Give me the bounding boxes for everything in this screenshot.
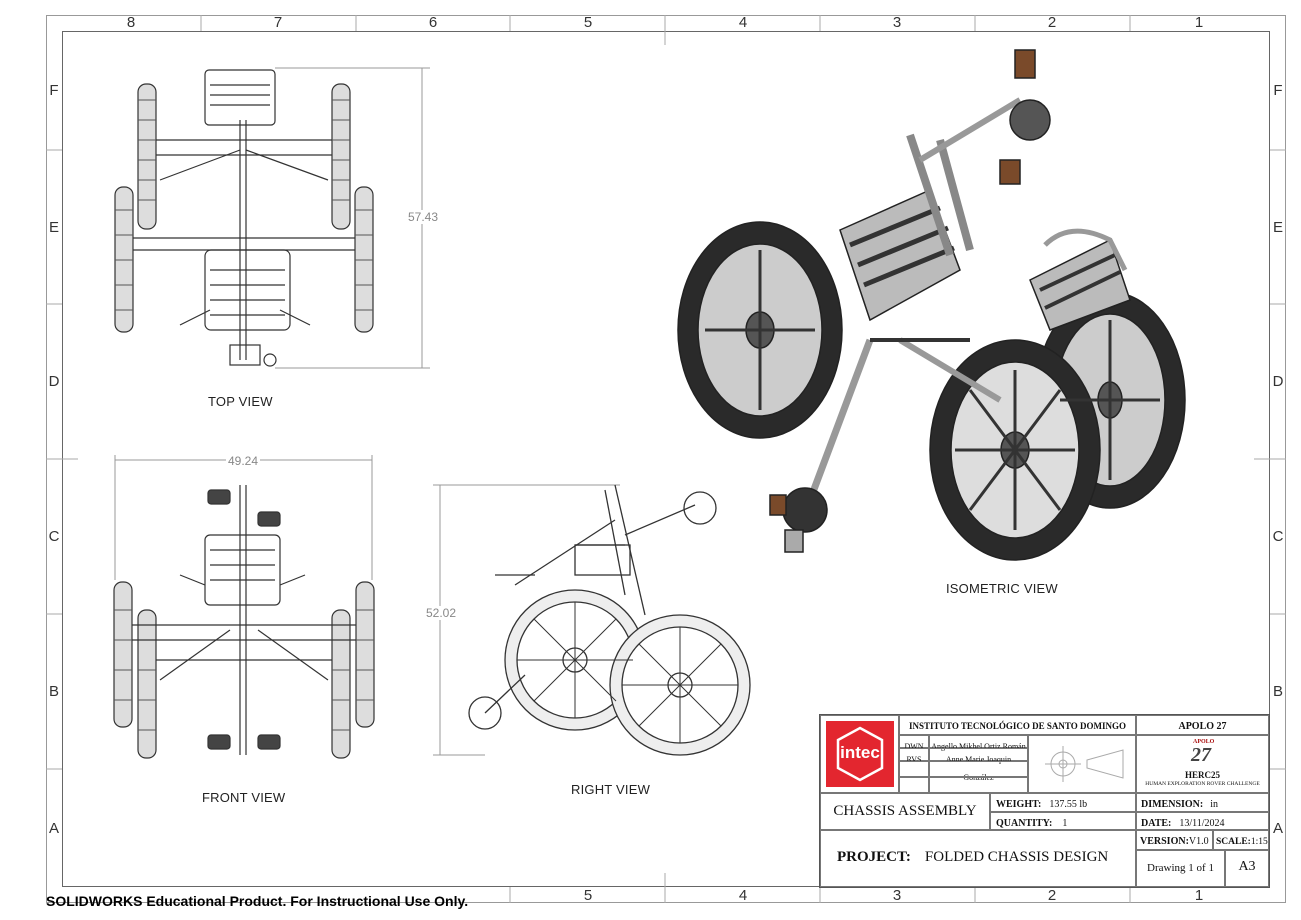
team-cell: APOLO 27 [1136, 715, 1269, 735]
dimension-label: DIMENSION: [1141, 799, 1204, 810]
zone-left-A: A [48, 820, 59, 837]
zone-top-1: 1 [1194, 14, 1204, 31]
zone-left-D: D [48, 373, 60, 390]
scale-label: SCALE: [1216, 837, 1251, 847]
zone-top-4: 4 [738, 14, 748, 31]
drawing-count: Drawing 1 of 1 [1147, 862, 1214, 874]
dwn-name-cell: Angello Mikhel Ortiz Román [929, 735, 1028, 751]
team-logo-cell: APOLO 27 HERC25 HUMAN EXPLORATION ROVER … [1136, 735, 1269, 793]
blank-cell-2 [929, 761, 1028, 777]
zone-top-5: 5 [583, 14, 593, 31]
intec-logo: intec [826, 721, 894, 787]
dwn-label-cell: DWN [899, 735, 929, 751]
institution-name: INSTITUTO TECNOLÓGICO DE SANTO DOMINGO [908, 721, 1127, 731]
zone-right-C: C [1272, 528, 1284, 545]
sheet-size: A3 [1238, 859, 1256, 874]
zone-right-F: F [1273, 82, 1283, 99]
isometric-view-drawing [677, 49, 1186, 561]
sheet-size-cell: A3 [1225, 850, 1269, 887]
project-cell: PROJECT: FOLDED CHASSIS DESIGN [820, 830, 1136, 887]
top-view-label: TOP VIEW [208, 394, 273, 409]
dimension-top-length: 57.43 [406, 210, 441, 224]
assembly-title: CHASSIS ASSEMBLY [833, 803, 977, 819]
zone-top-6: 6 [428, 14, 438, 31]
isometric-view-label: ISOMETRIC VIEW [946, 581, 1058, 596]
version-value: V1.0 [1188, 836, 1209, 847]
logo-cell: intec [820, 715, 899, 793]
apolo-logo-top: APOLO [1193, 739, 1215, 745]
quantity-cell: QUANTITY: 1 [990, 812, 1136, 830]
rvs-name-cell: Anne Marie Joaquin González [929, 748, 1028, 782]
scale-value: 1:15 [1250, 837, 1268, 847]
zone-bottom-2: 2 [1047, 887, 1057, 904]
blank-cell-1 [899, 761, 929, 777]
projection-cell [1028, 735, 1136, 793]
institution-cell: INSTITUTO TECNOLÓGICO DE SANTO DOMINGO [899, 715, 1136, 735]
weight-label: WEIGHT: [996, 799, 1042, 810]
dwn-name: Angello Mikhel Ortiz Román [931, 742, 1026, 751]
dimension-right-height: 52.02 [424, 606, 459, 620]
zone-left-E: E [48, 219, 59, 236]
right-view-drawing [433, 484, 751, 756]
zone-top-7: 7 [273, 14, 283, 31]
zone-left-B: B [48, 683, 59, 700]
quantity-value: 1 [1062, 818, 1068, 829]
event-name: HERC25 [1184, 770, 1220, 780]
front-view-drawing [113, 455, 375, 759]
blank-cell-4 [929, 777, 1028, 793]
project-value: FOLDED CHASSIS DESIGN [924, 849, 1109, 865]
zone-right-A: A [1272, 820, 1283, 837]
dimension-value: in [1210, 799, 1219, 810]
assembly-cell: CHASSIS ASSEMBLY [820, 793, 990, 830]
event-full-name: HUMAN EXPLORATION ROVER CHALLENGE [1145, 781, 1260, 787]
zone-bottom-1: 1 [1194, 887, 1204, 904]
dwn-label: DWN [904, 742, 924, 751]
rvs-label: RVS [906, 755, 922, 764]
zone-top-3: 3 [892, 14, 902, 31]
zone-top-8: 8 [126, 14, 136, 31]
rvs-label-cell: RVS [899, 748, 929, 764]
zone-bottom-4: 4 [738, 887, 748, 904]
front-view-label: FRONT VIEW [202, 790, 286, 805]
right-view-label: RIGHT VIEW [571, 782, 651, 797]
date-label: DATE: [1141, 818, 1172, 829]
third-angle-projection-icon [1045, 746, 1124, 782]
zone-left-C: C [48, 528, 60, 545]
zone-bottom-5: 5 [583, 887, 593, 904]
quantity-label: QUANTITY: [996, 818, 1053, 829]
logo-text: intec [840, 743, 880, 762]
apolo-27-logo: APOLO 27 [1137, 736, 1268, 770]
team-name: APOLO 27 [1178, 721, 1227, 732]
blank-cell-3 [899, 777, 929, 793]
scale-cell: SCALE:1:15 [1213, 830, 1269, 850]
dimension-front-width: 49.24 [226, 454, 261, 468]
intec-hexagon-icon [836, 726, 884, 782]
date-cell: DATE: 13/11/2024 [1136, 812, 1269, 830]
zone-bottom-3: 3 [892, 887, 902, 904]
zone-right-D: D [1272, 373, 1284, 390]
zone-top-2: 2 [1047, 14, 1057, 31]
version-cell: VERSION:V1.0 [1136, 830, 1213, 850]
version-label: VERSION: [1140, 836, 1189, 847]
weight-value: 137.55 lb [1049, 799, 1088, 810]
project-label: PROJECT: [837, 849, 911, 865]
zone-right-B: B [1272, 683, 1283, 700]
zone-left-F: F [49, 82, 59, 99]
solidworks-educational-note: SOLIDWORKS Educational Product. For Inst… [46, 893, 469, 909]
date-value: 13/11/2024 [1179, 818, 1225, 829]
top-view-drawing [114, 67, 430, 369]
weight-cell: WEIGHT: 137.55 lb [990, 793, 1136, 812]
zone-right-E: E [1272, 219, 1283, 236]
apolo-logo-number: 27 [1191, 744, 1211, 766]
dimension-cell: DIMENSION: in [1136, 793, 1269, 812]
drawing-count-cell: Drawing 1 of 1 [1136, 850, 1225, 887]
title-block: intec INSTITUTO TECNOLÓGICO DE SANTO DOM… [819, 714, 1270, 888]
